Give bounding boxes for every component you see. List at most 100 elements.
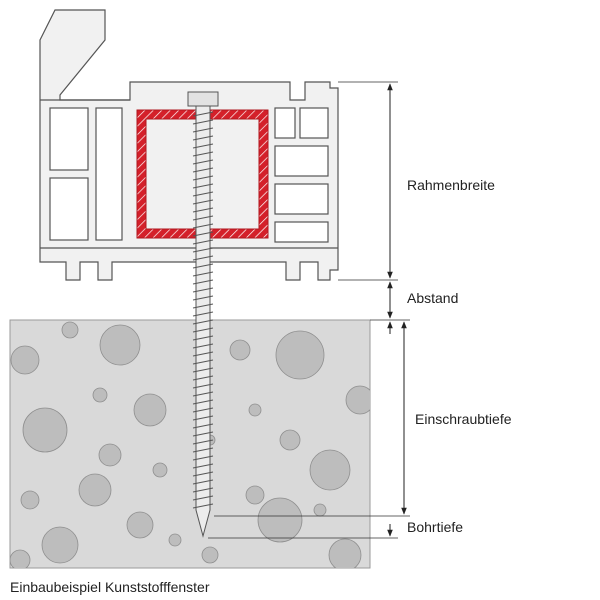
- screw-thread: [192, 455, 214, 461]
- screw-thread: [192, 423, 214, 429]
- concrete-aggregate: [92, 387, 108, 403]
- frame-chamber: [299, 107, 329, 139]
- concrete-screw-icon: [187, 91, 219, 538]
- concrete-aggregate: [275, 330, 325, 380]
- concrete-aggregate: [328, 538, 362, 568]
- concrete-aggregate: [152, 462, 168, 478]
- concrete-aggregate: [248, 403, 262, 417]
- screw-thread: [192, 359, 214, 365]
- extension-lines: [208, 81, 410, 539]
- screw-thread: [192, 175, 214, 181]
- frame-chamber: [49, 177, 89, 241]
- concrete-aggregate: [78, 473, 112, 507]
- screw-thread: [192, 111, 214, 117]
- screw-thread: [192, 135, 214, 141]
- screw-thread: [192, 215, 214, 221]
- screw-thread: [192, 255, 214, 261]
- screw-thread: [192, 119, 214, 125]
- frame-chamber: [95, 107, 123, 241]
- concrete-aggregate: [309, 449, 351, 491]
- concrete-aggregate: [168, 533, 182, 547]
- label-gap: Abstand: [407, 290, 458, 306]
- window-frame-profile: [39, 9, 339, 281]
- frame-chamber: [274, 221, 329, 243]
- frame-chamber: [49, 107, 89, 171]
- concrete-aggregate: [41, 526, 79, 564]
- screw-thread: [192, 127, 214, 133]
- screw-thread: [192, 495, 214, 501]
- screw-thread: [192, 399, 214, 405]
- concrete-aggregate: [10, 345, 40, 375]
- screw-thread: [192, 287, 214, 293]
- screw-thread: [192, 351, 214, 357]
- concrete-aggregate: [98, 443, 122, 467]
- screw-thread: [192, 231, 214, 237]
- label-frame-width: Rahmenbreite: [407, 177, 495, 193]
- concrete-aggregate: [229, 339, 251, 361]
- screw-thread: [192, 375, 214, 381]
- screw-thread: [192, 335, 214, 341]
- screw-thread: [192, 447, 214, 453]
- screw-thread: [192, 479, 214, 485]
- concrete-aggregate: [10, 549, 31, 568]
- concrete-aggregate: [279, 429, 301, 451]
- screw-thread: [192, 431, 214, 437]
- concrete-aggregate: [99, 324, 141, 366]
- frame-chamber: [274, 107, 296, 139]
- screw-thread: [192, 303, 214, 309]
- concrete-aggregate: [313, 503, 327, 517]
- concrete-aggregate: [20, 490, 40, 510]
- screw-shank: [195, 105, 211, 538]
- screw-thread: [192, 343, 214, 349]
- concrete-aggregate: [126, 511, 154, 539]
- screw-thread: [192, 199, 214, 205]
- concrete-aggregate: [257, 497, 303, 543]
- concrete-aggregate: [22, 407, 68, 453]
- screw-thread: [192, 271, 214, 277]
- screw-thread: [192, 167, 214, 173]
- screw-thread: [192, 223, 214, 229]
- concrete-aggregate: [245, 485, 265, 505]
- screw-thread: [192, 391, 214, 397]
- screw-thread: [192, 407, 214, 413]
- screw-thread: [192, 319, 214, 325]
- frame-chamber: [274, 145, 329, 177]
- screw-thread: [192, 487, 214, 493]
- screw-thread: [192, 183, 214, 189]
- concrete-aggregate: [345, 385, 370, 415]
- concrete-wall: [9, 319, 371, 569]
- caption: Einbaubeispiel Kunststofffenster: [10, 579, 210, 595]
- screw-thread: [192, 239, 214, 245]
- concrete-aggregate: [133, 393, 167, 427]
- concrete-aggregate-group: [10, 321, 370, 568]
- screw-thread: [192, 383, 214, 389]
- screw-thread-group: [192, 111, 214, 509]
- screw-thread: [192, 247, 214, 253]
- screw-thread: [192, 503, 214, 509]
- screw-thread: [192, 439, 214, 445]
- screw-thread: [192, 327, 214, 333]
- screw-thread: [192, 311, 214, 317]
- screw-thread: [192, 151, 214, 157]
- screw-head: [187, 91, 219, 107]
- screw-thread: [192, 463, 214, 469]
- concrete-aggregate: [201, 546, 219, 564]
- screw-thread: [192, 159, 214, 165]
- frame-chamber: [274, 183, 329, 215]
- reinforcement-tube: [136, 109, 269, 239]
- label-drill-depth: Bohrtiefe: [407, 519, 463, 535]
- screw-thread: [192, 207, 214, 213]
- screw-thread: [192, 415, 214, 421]
- label-screw-depth: Einschraubtiefe: [415, 411, 512, 427]
- concrete-aggregate: [61, 321, 79, 339]
- screw-thread: [192, 191, 214, 197]
- screw-thread: [192, 295, 214, 301]
- screw-thread: [192, 471, 214, 477]
- screw-thread: [192, 279, 214, 285]
- dimension-arrow-icon: [387, 83, 407, 537]
- steel-reinforcement: [136, 109, 269, 239]
- screw-thread: [192, 143, 214, 149]
- screw-thread: [192, 263, 214, 269]
- screw-thread: [192, 367, 214, 373]
